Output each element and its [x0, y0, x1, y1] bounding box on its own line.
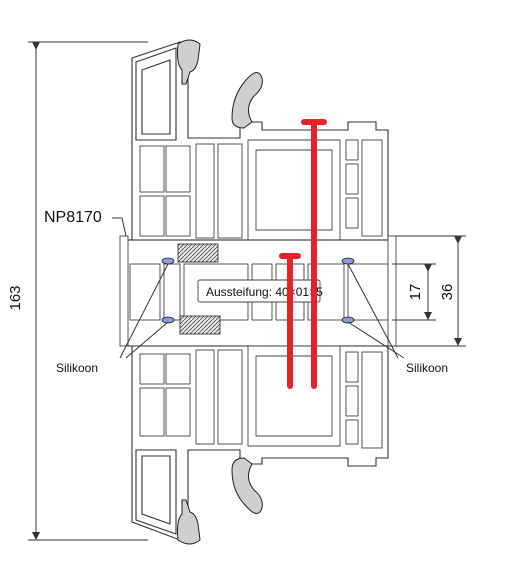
overall-height-dimension: 163 — [7, 41, 148, 541]
sealant-label-right: Silikoon — [406, 361, 448, 375]
inner-height-dimension: 17 — [392, 263, 436, 321]
profile-code-callout: NP8170 — [44, 209, 127, 237]
hatched-insert — [179, 315, 221, 335]
reinforcement-label: Aussteifung: 40×01×5 — [206, 285, 323, 299]
inner-height-value: 17 — [407, 284, 424, 301]
outer-height-value: 36 — [439, 284, 456, 301]
bottom-profile — [131, 345, 389, 545]
sealant-label-left: Silikoon — [56, 361, 98, 375]
sealant-dot — [161, 316, 175, 324]
coupling-zone: Aussteifung: 40×01×5 — [119, 235, 397, 347]
profile-code-label: NP8170 — [44, 209, 102, 226]
sealant-dot — [341, 316, 355, 324]
sealant-callout-left: Silikoon — [56, 263, 169, 375]
hatched-insert — [177, 243, 219, 263]
sealant-dot — [341, 257, 355, 265]
reinforcement-bars — [279, 119, 327, 389]
top-profile — [131, 39, 389, 241]
sealant-dot — [161, 257, 175, 265]
outer-height-dimension: 36 — [396, 235, 466, 347]
sealant-callout-right: Silikoon — [347, 263, 448, 375]
overall-height-value: 163 — [7, 285, 24, 310]
